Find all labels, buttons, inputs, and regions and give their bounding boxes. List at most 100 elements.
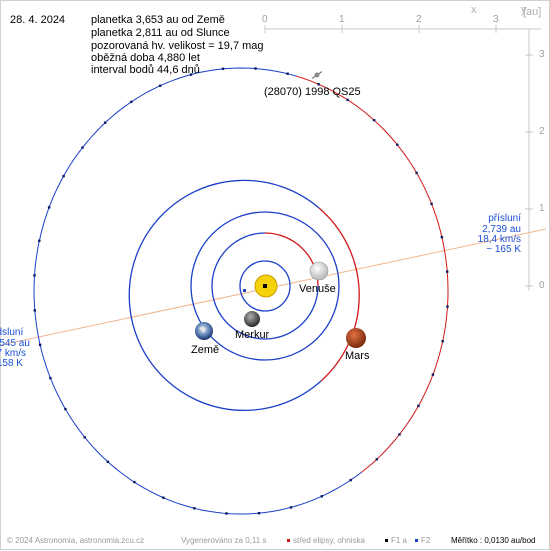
mars-disk [346, 328, 366, 348]
asteroid-orbit-point [257, 512, 261, 515]
y-axis-label: y [521, 4, 527, 16]
perihelion-temp: ~ 165 K [486, 244, 521, 255]
perihelion-distance: 2,739 au [482, 224, 521, 235]
asteroid-orbit-point [38, 343, 42, 347]
asteroid-orbit-point [372, 119, 376, 122]
info-period: oběžná doba 4,880 let [91, 52, 200, 64]
asteroid-orbit-point [193, 507, 196, 510]
asteroid-orbit-point [320, 495, 323, 498]
footer-copyright: © 2024 Astronomia, astronomia.zcu.cz [7, 536, 145, 545]
asteroid-orbit-point [38, 239, 41, 242]
legend-center-text: střed elipsy, ohniska [293, 536, 365, 545]
asteroid-orbit-point [396, 143, 399, 146]
footer-bar: © 2024 Astronomia, astronomia.zcu.cz Vyg… [1, 533, 549, 549]
earth-orbit [190, 211, 340, 361]
asteroid-orbit-point [162, 496, 165, 499]
asteroid-orbit-point [446, 270, 449, 273]
asteroid-orbit-point [33, 309, 36, 312]
info-distance-sun: planetka 2,811 au od Slunce [91, 27, 230, 39]
venus [309, 261, 329, 281]
y-tick-label-1: 1 [539, 203, 545, 214]
x-tick-label-1: 1 [339, 14, 345, 25]
y-tick-label-3: 3 [539, 49, 545, 60]
asteroid-orbit-point [225, 512, 228, 515]
asteroid-orbit-point [431, 373, 435, 376]
venus-orbit-blue-arc [211, 232, 319, 340]
mercury-disk [244, 311, 260, 327]
info-magnitude: pozorovaná hv. velikost = 19,7 mag [91, 40, 264, 52]
focus-f2-marker [243, 289, 246, 292]
asteroid-orbit-point [49, 376, 52, 380]
asteroid-marker [311, 71, 323, 79]
mars-orbit-red-arc [318, 207, 360, 382]
asteroid-orbit-point [83, 436, 86, 439]
y-tick-label-2: 2 [539, 126, 545, 137]
asteroid-orbit-point [398, 433, 401, 436]
mercury-orbit [239, 260, 291, 312]
earth-label: Země [191, 344, 220, 356]
aphelion-title: odsluní [0, 327, 24, 338]
legend-red-marker [287, 539, 290, 543]
asteroid-orbit-points [33, 67, 449, 515]
asteroid-orbit-red [296, 75, 449, 473]
asteroid-orbit-point [417, 404, 420, 408]
perihelion-title: přísluní [488, 213, 521, 224]
legend-black-marker [385, 539, 388, 543]
legend-f2-text: F2 [421, 536, 431, 545]
asteroid-orbit-point [62, 174, 65, 178]
asteroid-orbit-point [189, 73, 193, 76]
asteroid-orbit-point [159, 84, 162, 87]
asteroid-orbit-point [81, 146, 84, 149]
earth [195, 322, 213, 340]
venus-label: Venuše [299, 283, 336, 295]
x-tick-label-3: 3 [493, 14, 499, 25]
asteroid-orbit-point [106, 460, 110, 463]
legend-blue-marker [415, 539, 418, 543]
asteroid-orbit-point [349, 478, 352, 482]
footer-legend-center: střed elipsy, ohniska [287, 536, 365, 545]
mars-orbit-blue-arc [128, 179, 322, 411]
x-tick-label-2: 2 [416, 14, 422, 25]
legend-f1-text: F1 a [391, 536, 408, 545]
asteroid-orbit-point [446, 305, 449, 308]
aphelion-temp: ~158 K [0, 358, 23, 369]
footer-scale: Měřítko : 0,0130 au/bod [451, 536, 536, 545]
mercury-label: Merkur [235, 329, 270, 341]
asteroid-orbit-point [440, 235, 444, 239]
aphelion-speed: 17 km/s [0, 348, 27, 359]
asteroid-orbit-point [375, 458, 378, 461]
info-point-interval: interval bodů 44,6 dnů [91, 64, 200, 76]
perihelion-speed: 18,4 km/s [477, 234, 521, 245]
mars-label: Mars [345, 350, 370, 362]
footer-legend-f1: F1 a [385, 536, 407, 545]
venus-disk [309, 261, 329, 281]
earth-clouds [199, 326, 206, 333]
x-axis-label: x [471, 4, 477, 16]
asteroid-orbit-point [289, 506, 293, 509]
asteroid-orbit-point [317, 83, 320, 86]
asteroid-orbit-point [415, 171, 418, 175]
asteroid-orbit-point [33, 274, 36, 277]
asteroid-orbit-point [286, 72, 289, 75]
asteroid-orbit-point [104, 121, 107, 124]
info-distance-earth: planetka 3,653 au od Země [91, 14, 225, 26]
y-tick-label-0: 0 [539, 280, 545, 291]
asteroid-name-label: (28070) 1998 QS25 [264, 86, 361, 98]
sun [243, 274, 278, 298]
asteroid-orbit-point [64, 407, 67, 411]
focus-f1-marker [263, 284, 267, 288]
asteroid-orbit-point [346, 98, 349, 102]
asteroid-orbit-point [130, 100, 133, 104]
asteroid-orbit-point [133, 480, 136, 484]
x-tick-label-0: 0 [262, 14, 268, 25]
axis-unit-label: [au] [523, 6, 542, 18]
axis-frame [264, 25, 541, 291]
asteroid-orbit-point [430, 202, 433, 206]
asteroid-orbit-point [254, 67, 257, 70]
asteroid-orbit-point [221, 67, 225, 70]
aphelion-distance: 3,545 au [0, 338, 30, 349]
date-label: 28. 4. 2024 [10, 14, 66, 26]
footer-generated: Vygenerováno za 0,11 s [181, 536, 267, 545]
footer-legend-f2: F2 [415, 536, 430, 545]
